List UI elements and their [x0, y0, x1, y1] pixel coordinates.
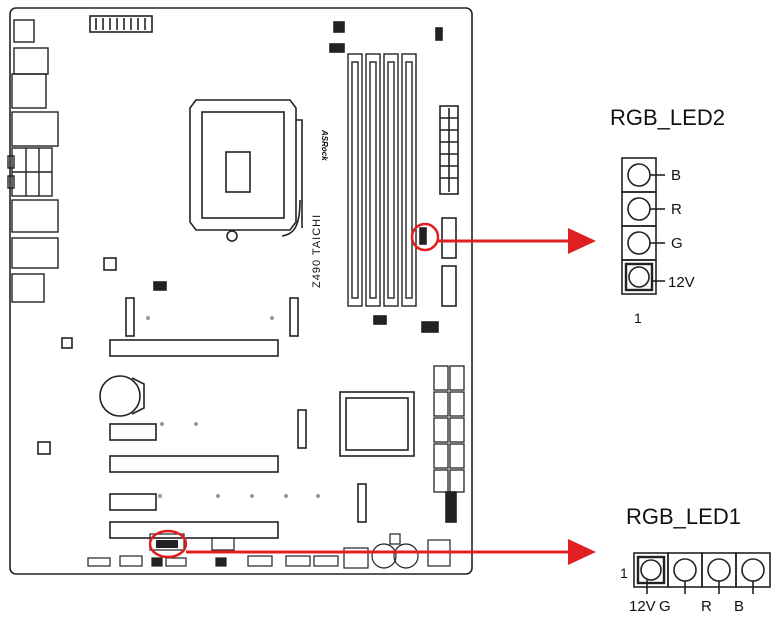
sata-ports: [433, 365, 465, 493]
rgb-led2-pin-12v: [621, 259, 665, 295]
rgb-led1-pin-label-b: B: [734, 598, 744, 615]
dimm-slots: [347, 53, 417, 307]
usb-header-2: [441, 265, 457, 307]
rgb-led2-pin-label-r: R: [671, 201, 682, 218]
rgb-led1-pin-label-12v: 12V: [629, 598, 656, 615]
arrow-to-rgb-led1: [186, 539, 596, 565]
rgb-led1-pinout: RGB_LED1 1 12V G R B: [620, 504, 771, 615]
rgb-led2-pin-g: [621, 225, 665, 261]
rgb-led1-pin-label-g: G: [659, 598, 671, 615]
cpu-power-connector: [89, 15, 153, 33]
rgb-led2-pin-label-g: G: [671, 235, 683, 252]
rgb-led2-pin-label-12v: 12V: [668, 274, 695, 291]
cmos-battery: [99, 375, 145, 417]
rgb-led2-pin-b: [621, 157, 665, 193]
rgb-led2-header: [419, 227, 427, 245]
atx-power-connector: [439, 105, 459, 195]
rgb-led2-pinout: RGB_LED2 B R G 12V 1: [610, 105, 725, 326]
rgb-led1-pin-b: [735, 552, 771, 594]
rgb-led1-pin-one-marker: 1: [620, 565, 628, 581]
rgb-led2-pin-label-b: B: [671, 167, 681, 184]
rgb-led2-title: RGB_LED2: [610, 105, 725, 130]
rgb-led2-pin-one-marker: 1: [634, 310, 642, 326]
rgb-led1-highlight-circle: [148, 529, 188, 559]
usb-header-1: [441, 217, 457, 259]
chipset: [339, 391, 415, 457]
fan-header-top: [333, 21, 345, 33]
arrow-to-rgb-led2: [438, 228, 596, 254]
rgb-led1-title: RGB_LED1: [626, 504, 741, 529]
rgb-led2-pin-r: [621, 191, 665, 227]
rgb-led1-pin-label-r: R: [701, 598, 712, 615]
rgb-led1-pin-12v: [633, 552, 669, 594]
cpu-socket: [189, 99, 303, 242]
rgb-led2-highlight-circle: [410, 222, 440, 252]
rgb-led1-pin-r: [701, 552, 737, 594]
board-brand-label: ASRock: [320, 129, 329, 161]
rgb-led1-pin-g: [667, 552, 703, 594]
board-model-label: Z490 TAICHI: [311, 214, 323, 288]
motherboard: [7, 7, 473, 575]
board-outline: [9, 7, 473, 575]
rear-io-panel: [7, 19, 59, 303]
pcie-slots: [109, 339, 279, 539]
